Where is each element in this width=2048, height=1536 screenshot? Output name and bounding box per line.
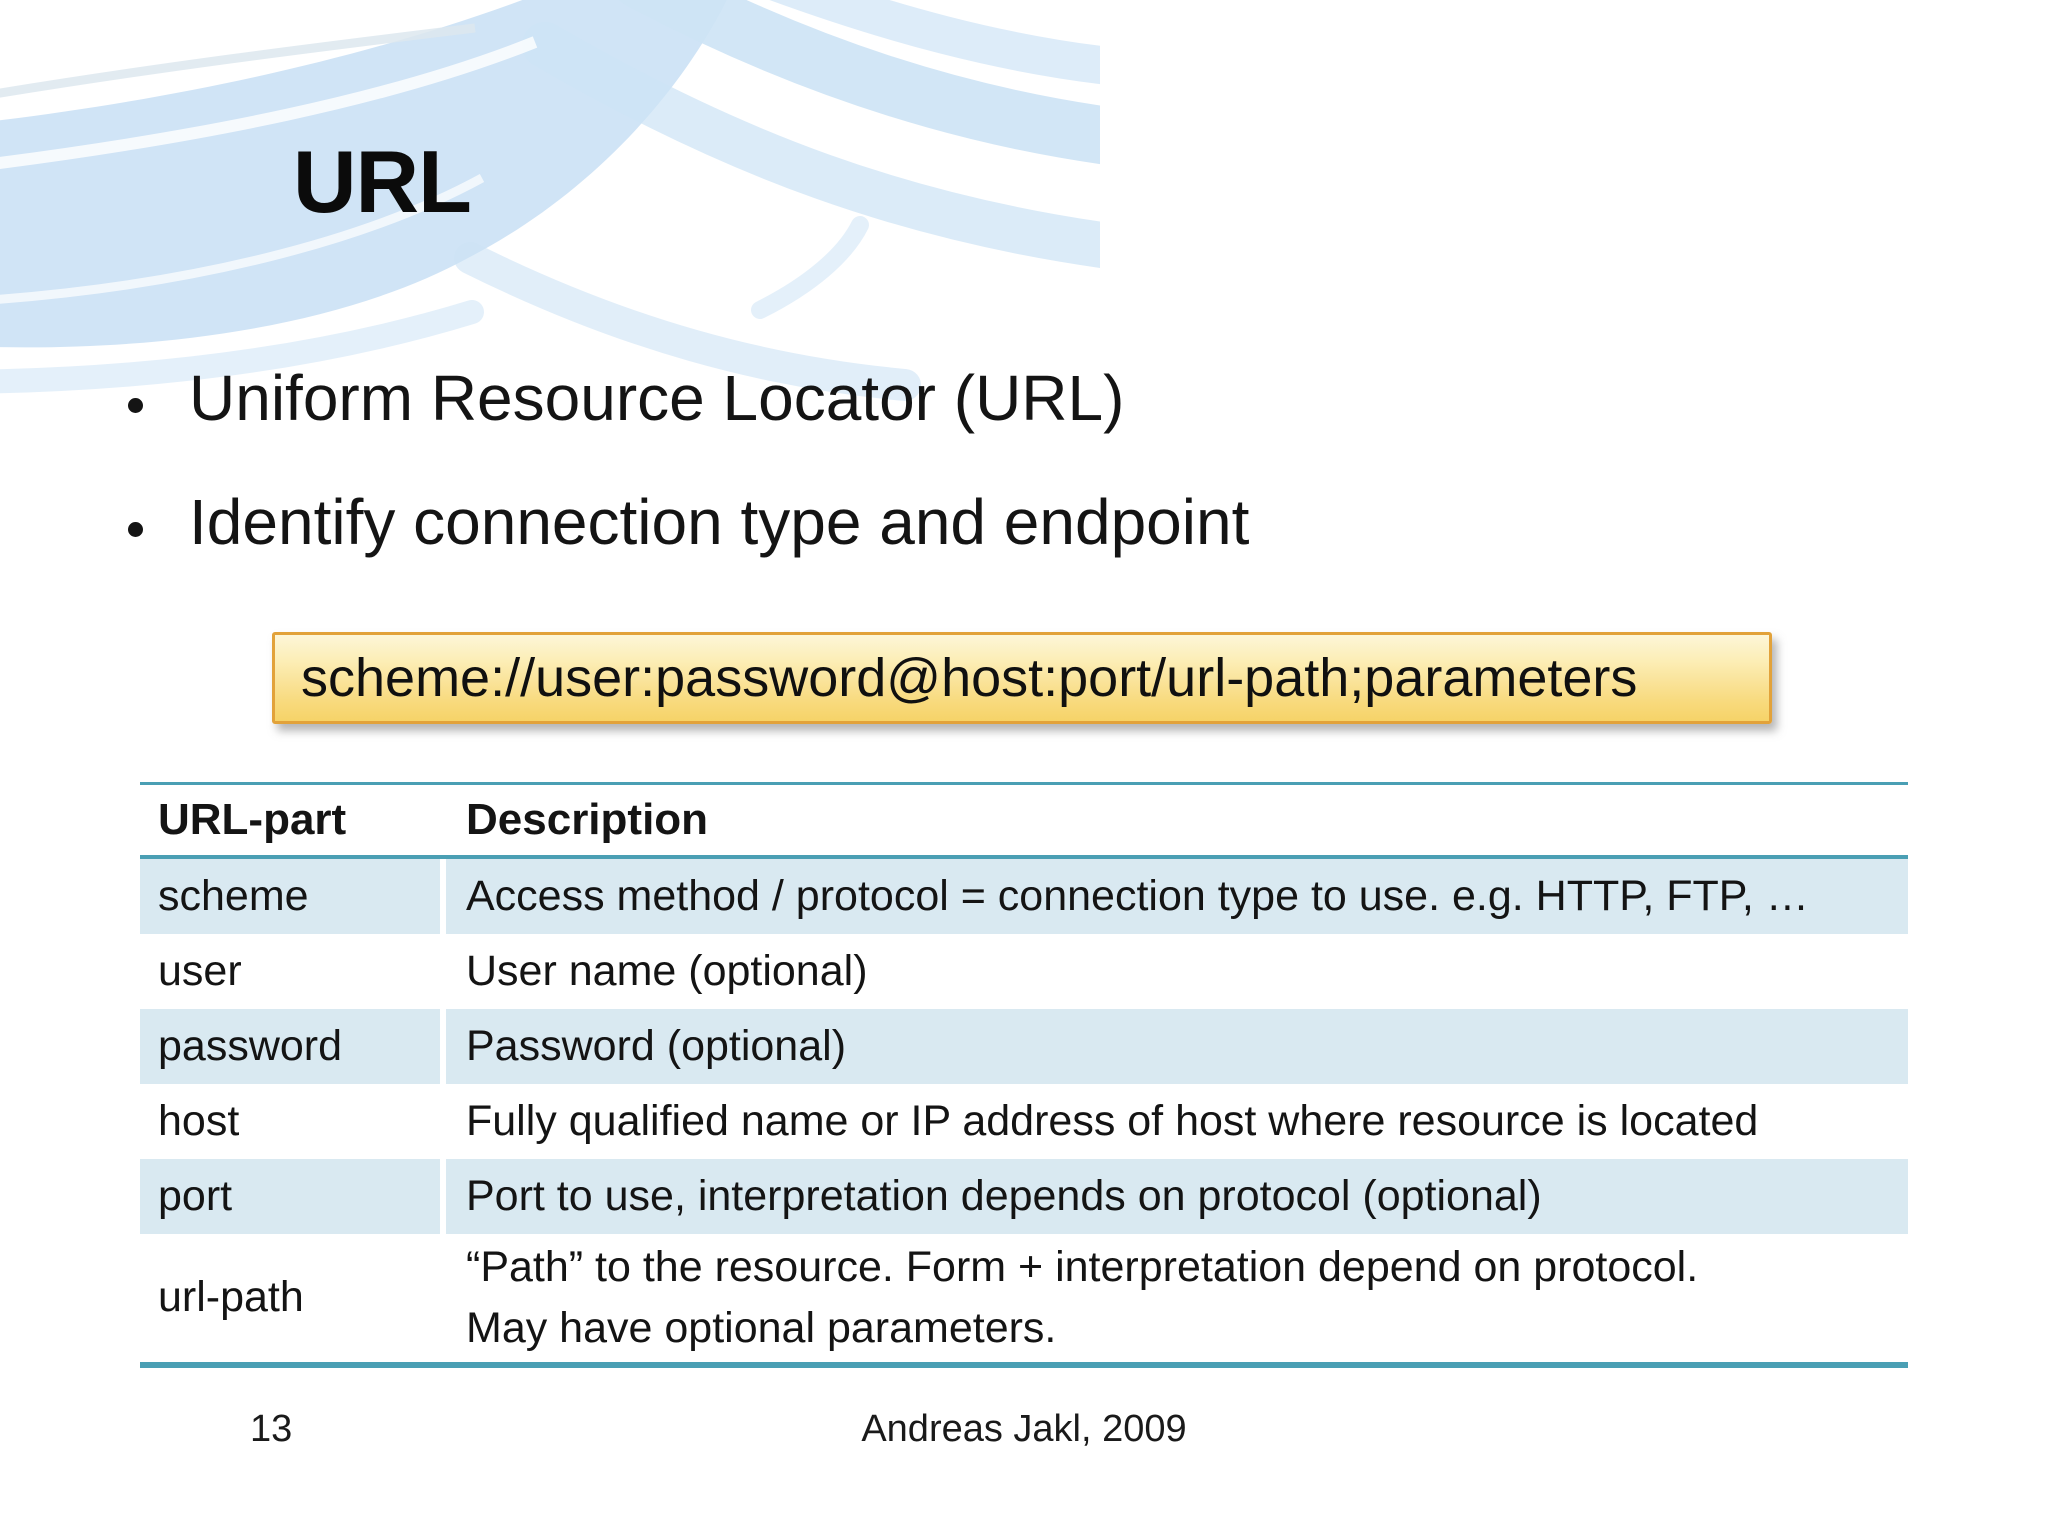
cell-description: Password (optional) [446,1009,1908,1084]
cell-description: “Path” to the resource. Form + interpret… [466,1242,1699,1352]
bullet-item: Uniform Resource Locator (URL) [126,360,1826,437]
footer-page-number: 13 [250,1408,293,1450]
cell-description: Access method / protocol = connection ty… [446,859,1908,934]
cell-description: Fully qualified name or IP address of ho… [466,1096,1759,1145]
table-row: scheme Access method / protocol = connec… [140,859,1908,934]
url-syntax-box: scheme://user:password@host:port/url-pat… [272,632,1772,724]
bullet-list: Uniform Resource Locator (URL) Identify … [126,360,1826,608]
bullet-dot-icon [128,521,143,537]
bullet-text: Uniform Resource Locator (URL) [189,362,1125,434]
cell-part: user [158,946,242,995]
bullet-item: Identify connection type and endpoint [126,484,1826,561]
cell-part: port [140,1159,440,1234]
footer-credit: Andreas Jakl, 2009 [861,1408,1187,1450]
table-row: port Port to use, interpretation depends… [140,1159,1908,1234]
table-row: host Fully qualified name or IP address … [140,1084,1908,1159]
table-row: user User name (optional) [140,934,1908,1009]
url-parts-table: URL-part Description scheme Access metho… [140,782,1908,1368]
page-title: URL [293,132,472,231]
bullet-text: Identify connection type and endpoint [189,485,1250,558]
cell-description: Port to use, interpretation depends on p… [446,1159,1908,1234]
table-row: password Password (optional) [140,1009,1908,1084]
cell-description: User name (optional) [466,946,868,995]
swoosh-decoration-icon [0,0,1100,401]
table-header-row: URL-part Description [140,785,1908,859]
url-syntax-text: scheme://user:password@host:port/url-pat… [301,648,1638,708]
header-cell-description: Description [466,794,709,844]
cell-part: url-path [158,1273,304,1322]
cell-part: host [158,1096,240,1145]
cell-part: password [140,1009,440,1084]
cell-part: scheme [140,859,440,934]
table-row: url-path “Path” to the resource. Form + … [140,1234,1908,1362]
bullet-dot-icon [128,398,143,413]
header-cell-url-part: URL-part [158,794,347,844]
